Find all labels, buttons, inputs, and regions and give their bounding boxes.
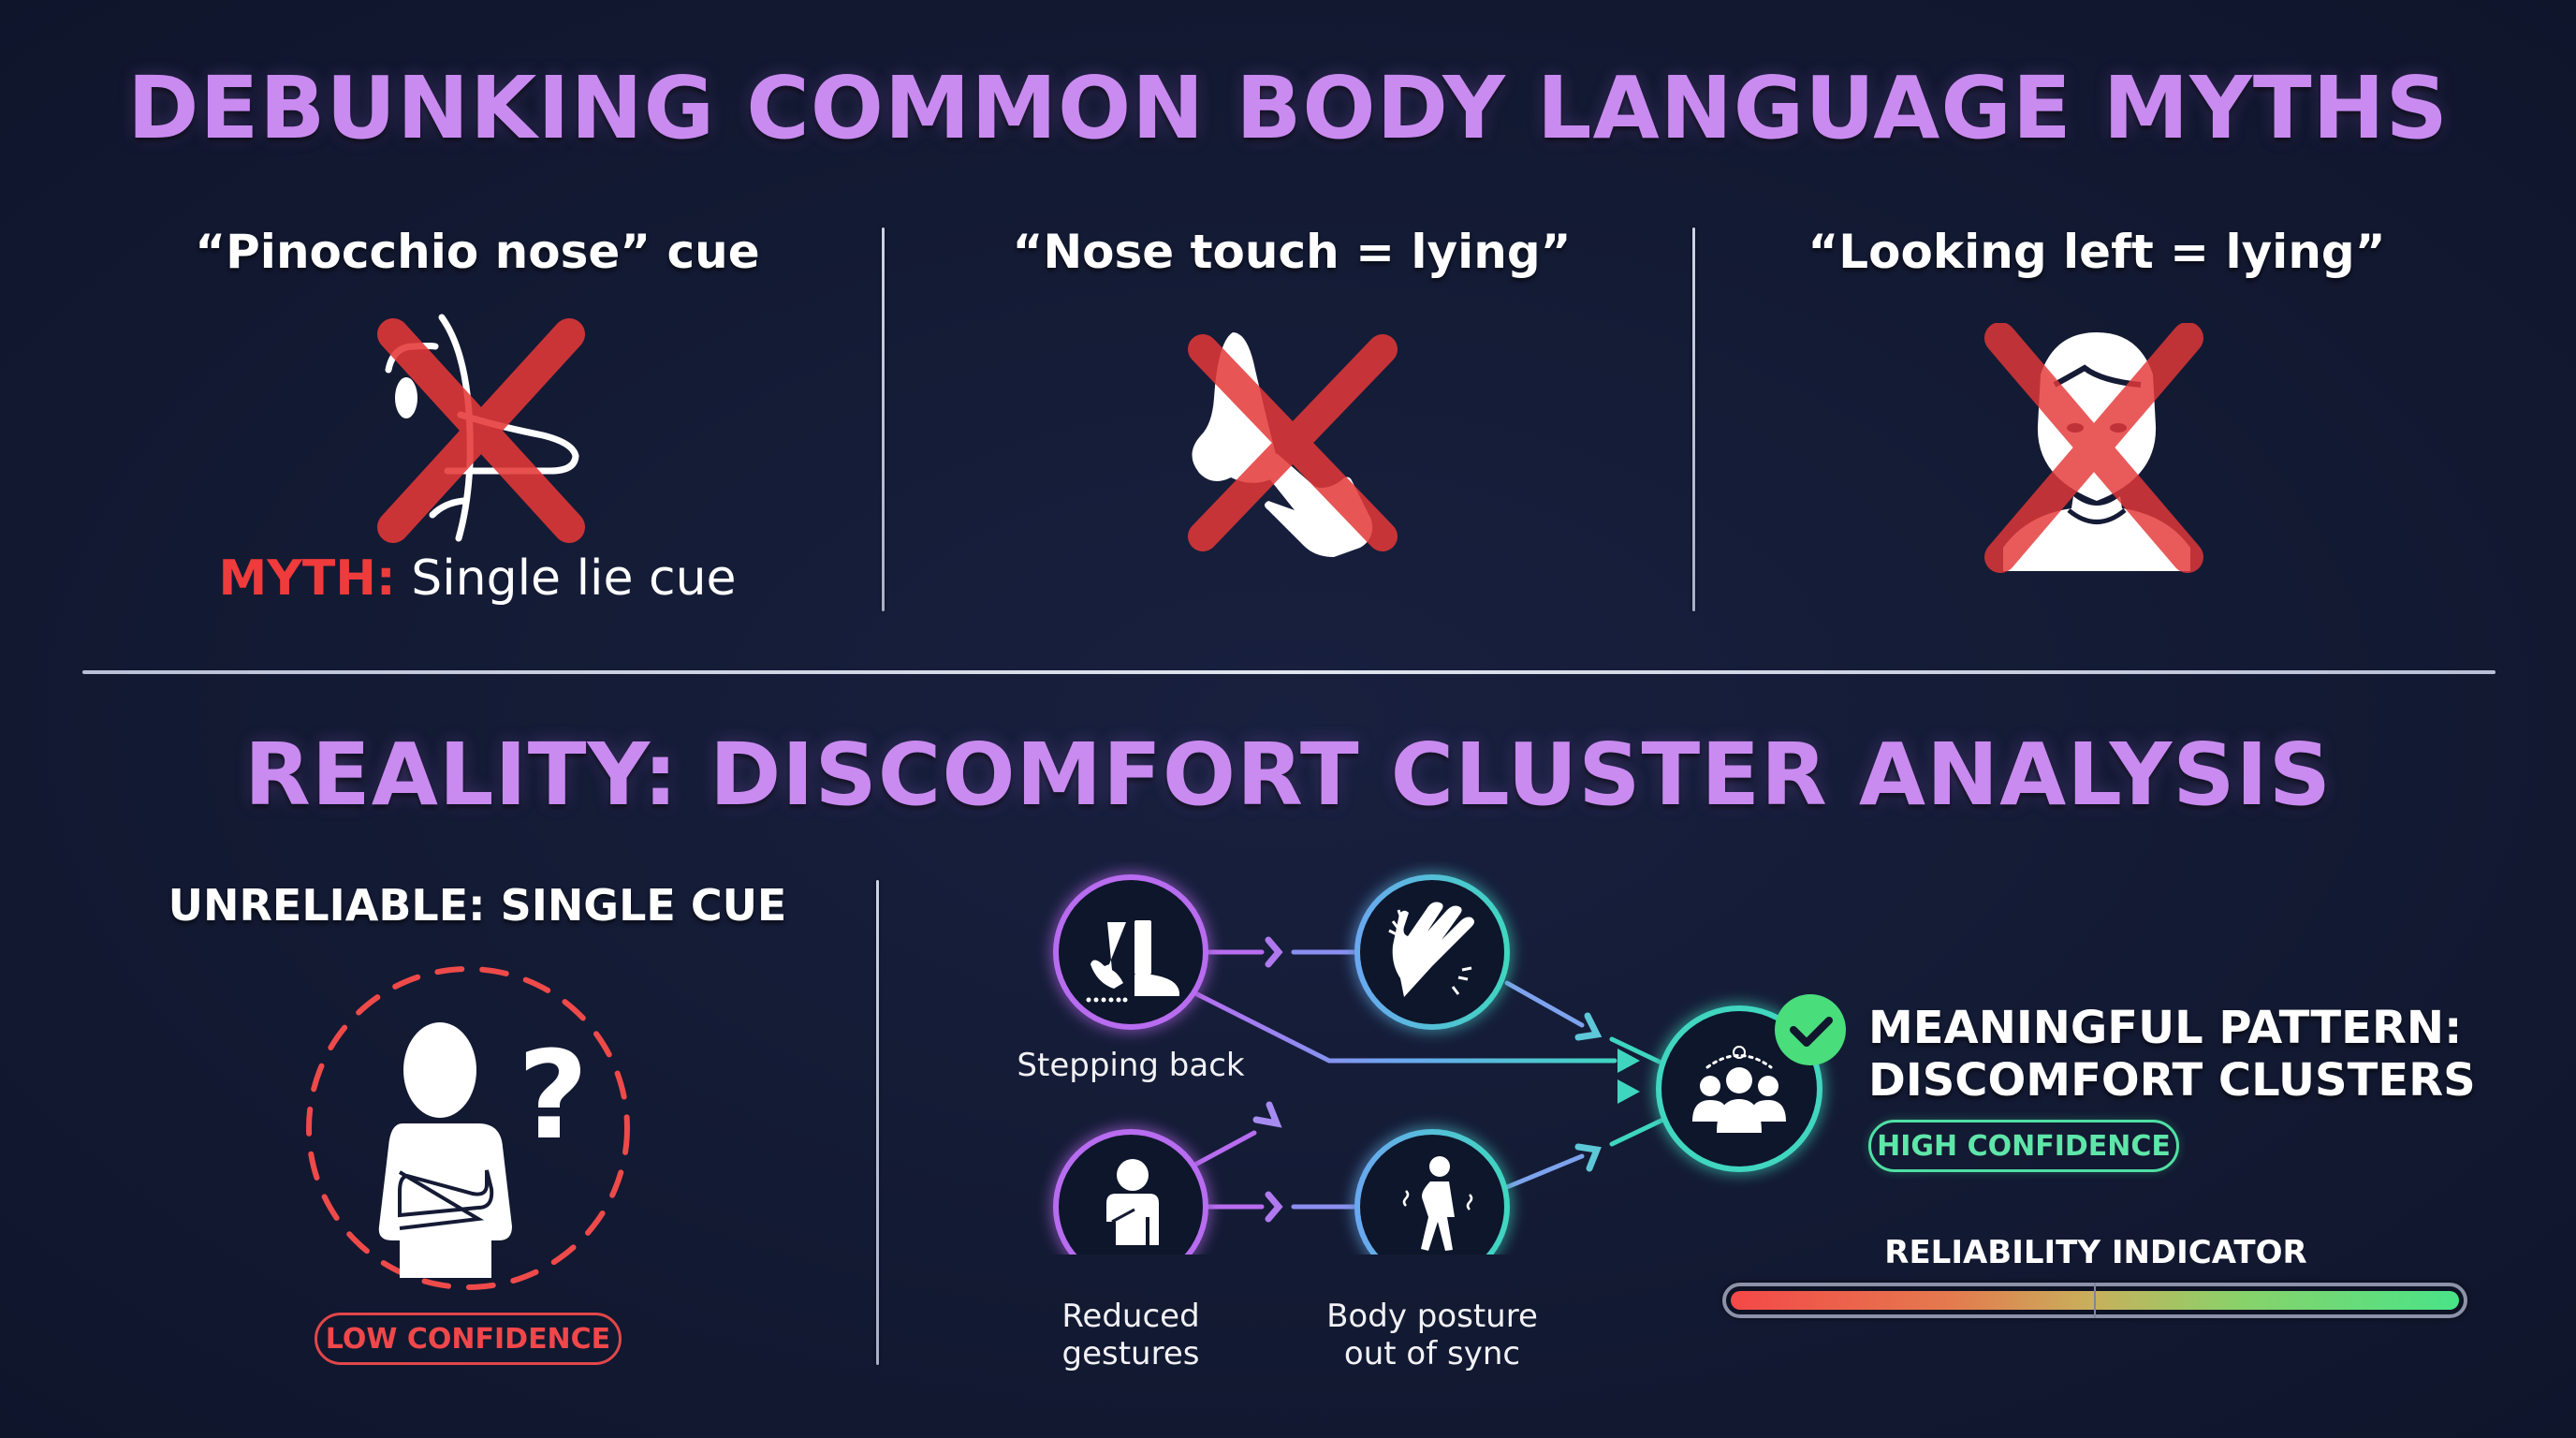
posture-out-of-sync-icon: [1402, 1156, 1473, 1251]
column-divider: [1692, 227, 1695, 611]
single-cue-heading: UNRELIABLE: SINGLE CUE: [168, 880, 787, 931]
myth-tag: MYTH:: [218, 550, 396, 607]
cluster-flow-diagram: [1053, 874, 1846, 1255]
node-label-stepping-back: Stepping back: [1017, 1047, 1245, 1084]
stepping-back-feet-icon: [1086, 920, 1179, 1003]
checkmark-icon: [1775, 994, 1846, 1065]
cross-mark-icon: [1984, 323, 2203, 573]
person-crossed-arms-question-icon: ?: [306, 966, 630, 1290]
high-confidence-badge: HIGH CONFIDENCE: [1868, 1120, 2179, 1172]
pinocchio-nose-icon: [377, 314, 585, 543]
section-divider: [82, 670, 2496, 674]
myth-heading-pinocchio: “Pinocchio nose” cue: [195, 225, 760, 279]
page-title: DEBUNKING COMMON BODY LANGUAGE MYTHS: [127, 58, 2449, 158]
cross-mark-icon: [1188, 334, 1398, 551]
node-label-posture-out-of-sync: Body posture out of sync: [1292, 1298, 1573, 1372]
reality-title: REALITY: DISCOMFORT CLUSTER ANALYSIS: [244, 725, 2332, 825]
reliability-bar-midpoint: [2094, 1283, 2096, 1318]
meaningful-pattern-heading: MEANINGFUL PATTERN: DISCOMFORT CLUSTERS: [1868, 1002, 2476, 1107]
label-line: Body posture: [1326, 1298, 1538, 1335]
myth-heading-nose-touch: “Nose touch = lying”: [1012, 225, 1572, 279]
label-line: Reduced: [1061, 1298, 1200, 1335]
column-divider: [882, 227, 885, 611]
reliability-indicator-label: RELIABILITY INDICATOR: [1884, 1234, 2307, 1271]
heading-line: MEANINGFUL PATTERN:: [1868, 1002, 2463, 1054]
group-cluster-icon: [1692, 1046, 1786, 1133]
dashed-ring: [306, 966, 630, 1290]
node-label-reduced-gestures: Reduced gestures: [990, 1298, 1271, 1372]
hands-rubbing-icon: [1388, 902, 1474, 997]
myth-heading-looking-left: “Looking left = lying”: [1808, 225, 2386, 279]
heading-line: DISCOMFORT CLUSTERS: [1868, 1054, 2476, 1107]
label-line: out of sync: [1343, 1335, 1521, 1372]
person-looking-left-icon: [1984, 323, 2203, 573]
label-line: gestures: [1061, 1335, 1200, 1372]
myth-description: Single lie cue: [411, 550, 737, 607]
nose-touch-icon: [1188, 332, 1398, 557]
reduced-gestures-person-icon: [1106, 1159, 1159, 1245]
low-confidence-badge: LOW CONFIDENCE: [315, 1313, 622, 1365]
column-divider: [876, 880, 879, 1365]
question-mark-icon: ?: [518, 1024, 588, 1167]
cross-mark-icon: [377, 318, 585, 543]
myth-label: MYTH: Single lie cue: [140, 550, 814, 607]
